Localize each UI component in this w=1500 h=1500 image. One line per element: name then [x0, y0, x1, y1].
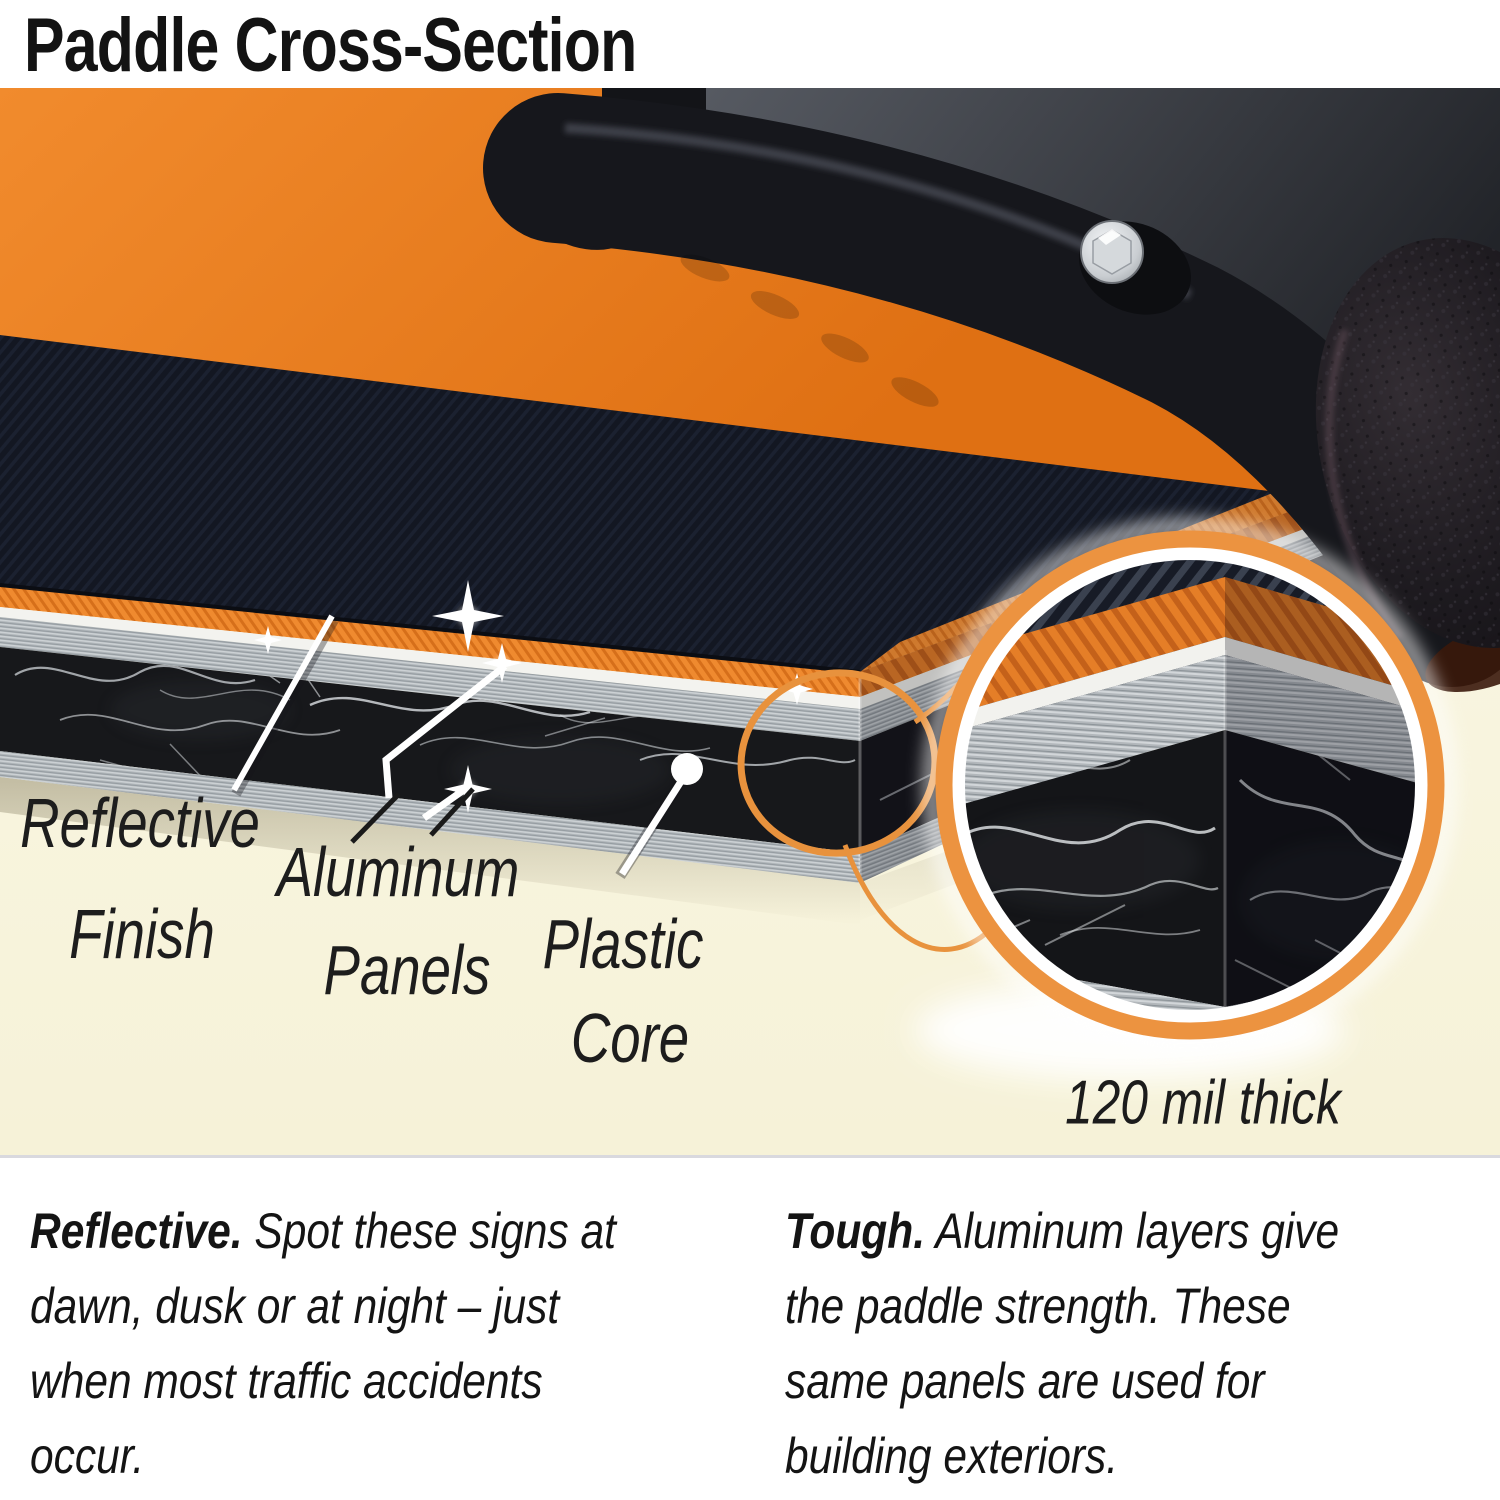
- label-reflective-line1: Reflective: [20, 784, 260, 862]
- leader-lines: [231, 614, 703, 879]
- edge-front-face: [0, 583, 862, 883]
- layer-reflective-orange: [0, 585, 860, 697]
- sparkle-icon: [254, 626, 282, 654]
- edge-shadow: [0, 777, 860, 925]
- caption-tough-lead: Tough.: [785, 1203, 926, 1259]
- label-plastic-line2: Core: [570, 999, 690, 1077]
- lens-white-ring: [951, 546, 1429, 1024]
- handle-knob: [1315, 238, 1500, 692]
- layer-reflective-white: [0, 607, 860, 709]
- label-reflective-line2: Finish: [69, 895, 215, 973]
- layer-aluminum-top: [0, 617, 860, 741]
- leader-aluminum-2: [421, 784, 471, 821]
- sparkle-icon: [432, 580, 504, 652]
- leader-plastic-dot: [671, 753, 703, 785]
- label-plastic-line1: Plastic: [542, 905, 704, 983]
- black-stripe: [0, 335, 1326, 672]
- caption-tough: Tough. Aluminum layers give the paddle s…: [785, 1194, 1339, 1494]
- caption-section: Reflective. Spot these signs at dawn, du…: [0, 1155, 1500, 1500]
- caption-tough-rest: Aluminum layers give: [925, 1203, 1340, 1259]
- caption-line: the paddle strength. These: [785, 1278, 1291, 1334]
- label-aluminum-line1: Aluminum: [276, 833, 520, 911]
- caption-line: occur.: [30, 1428, 145, 1484]
- caption-reflective: Reflective. Spot these signs at dawn, du…: [30, 1194, 616, 1494]
- bracket-screw: [1079, 220, 1191, 315]
- title-bar: Paddle Cross-Section: [0, 0, 1500, 88]
- lens-orange-ring: [935, 530, 1445, 1040]
- page-title: Paddle Cross-Section: [24, 3, 637, 88]
- leader-reflective: [231, 614, 335, 792]
- caption-reflective-lead: Reflective.: [30, 1203, 243, 1259]
- label-aluminum-line2: Panels: [323, 931, 491, 1009]
- caption-line: same panels are used for: [785, 1353, 1265, 1409]
- leader-aluminum-1: [382, 663, 508, 799]
- thickness-measurement: 120 mil thick: [1065, 1068, 1341, 1138]
- leader-plastic: [619, 770, 690, 876]
- caption-line: dawn, dusk or at night – just: [30, 1278, 560, 1334]
- caption-reflective-rest: Spot these signs at: [242, 1203, 616, 1259]
- caption-line: when most traffic accidents: [30, 1353, 543, 1409]
- caption-line: building exteriors.: [785, 1428, 1119, 1484]
